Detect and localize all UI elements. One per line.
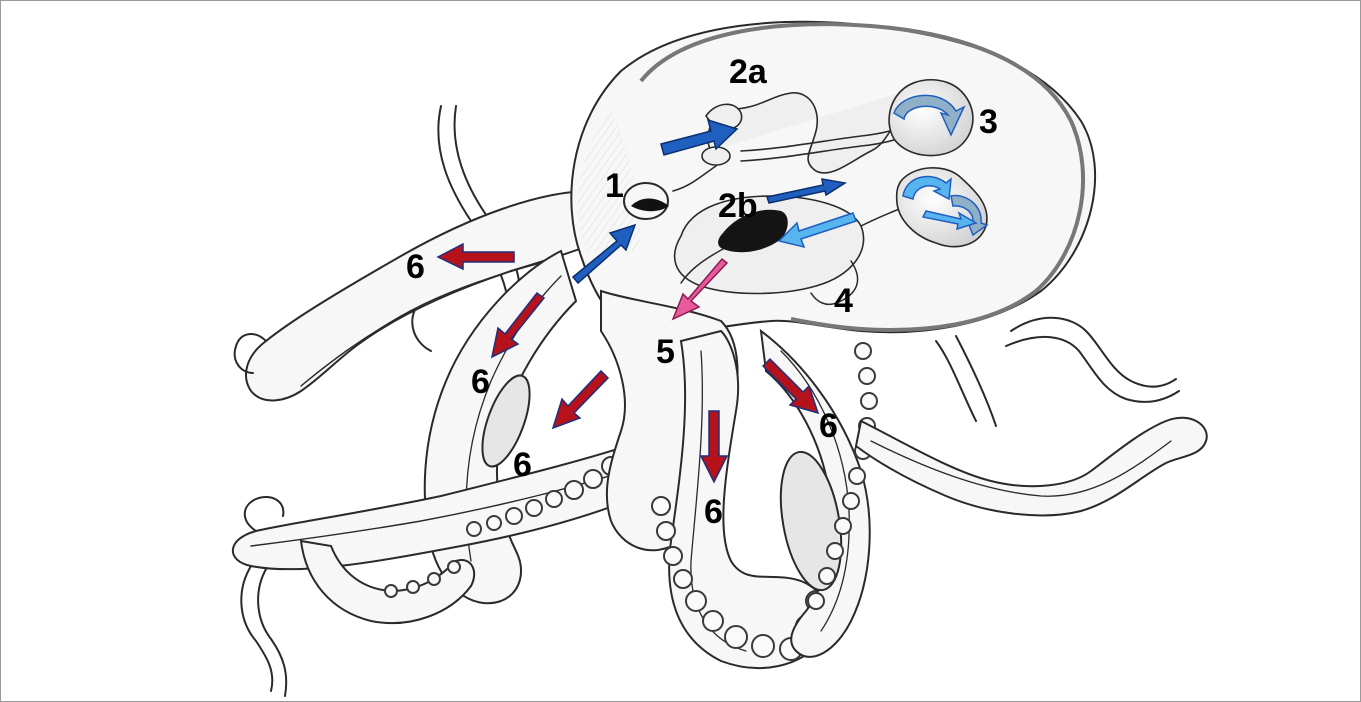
octopus-eye bbox=[624, 183, 669, 219]
label-1: 1 bbox=[605, 167, 624, 205]
label-6-lowerleft: 6 bbox=[513, 446, 532, 484]
label-2b: 2b bbox=[718, 187, 758, 225]
label-6-midleft: 6 bbox=[471, 363, 490, 401]
label-3: 3 bbox=[979, 103, 998, 141]
arm-right-horizontal bbox=[856, 418, 1207, 516]
label-6-right: 6 bbox=[819, 407, 838, 445]
label-6-bottom: 6 bbox=[704, 493, 723, 531]
label-5: 5 bbox=[656, 333, 675, 371]
arrow-red-6-lowerleft bbox=[553, 371, 608, 428]
label-4: 4 bbox=[834, 282, 853, 320]
label-6-left: 6 bbox=[406, 248, 425, 286]
label-2a: 2a bbox=[729, 53, 768, 91]
